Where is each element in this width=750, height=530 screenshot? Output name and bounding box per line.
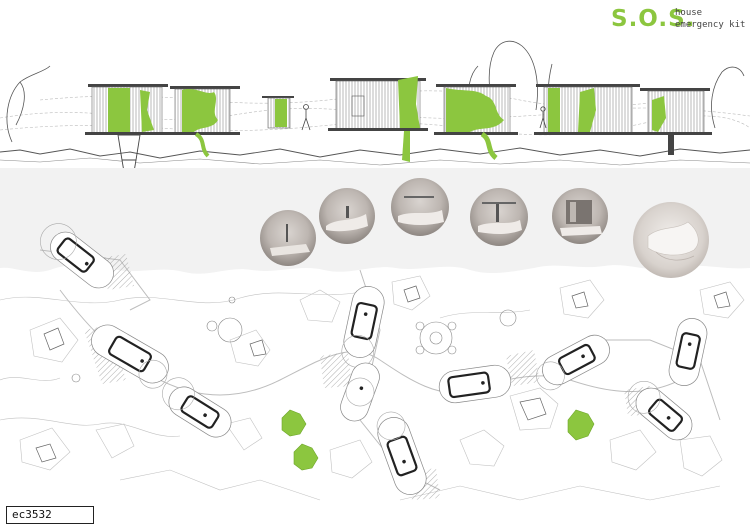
model-photo — [633, 202, 709, 278]
plan-trees — [71, 296, 517, 383]
project-subtitle: house emergency kit — [675, 7, 745, 31]
project-code-label: ec3532 — [6, 506, 94, 524]
elevation-module — [638, 88, 712, 155]
tree-outline — [6, 65, 51, 143]
elevation-module — [534, 84, 642, 135]
plan-terrain-dark — [35, 285, 731, 463]
elevation-module — [434, 84, 518, 160]
subtitle-line-2: emergency kit — [675, 20, 746, 30]
site-plan — [0, 223, 745, 501]
project-title: S.O.S. — [611, 6, 696, 32]
elevation-module — [262, 96, 294, 129]
green-markers — [281, 409, 595, 471]
house-pod — [627, 380, 693, 441]
ground-profile — [0, 147, 750, 159]
model-photo — [470, 188, 528, 246]
model-photo — [552, 188, 608, 244]
plan-terrain-contours — [0, 275, 745, 501]
model-photo — [260, 210, 316, 266]
subtitle-line-1: house — [675, 8, 703, 18]
green-marker — [293, 443, 319, 471]
house-pod — [668, 318, 708, 386]
elevation-section — [0, 40, 750, 173]
tree-outline — [711, 66, 745, 129]
house-pod — [91, 324, 169, 389]
house-pod — [40, 223, 114, 289]
green-marker — [281, 409, 307, 437]
ground-profile-lower — [0, 157, 750, 166]
model-photo — [319, 188, 375, 244]
elevation-module — [168, 86, 240, 158]
model-photo — [391, 178, 449, 236]
green-marker — [567, 409, 595, 441]
model-photos — [260, 178, 709, 278]
house-pod — [162, 377, 232, 438]
house-pod — [438, 364, 512, 404]
house-pod — [376, 411, 427, 495]
house-pod — [536, 334, 610, 391]
title-block: S.O.S. house emergency kit — [611, 4, 747, 38]
elevation-figures — [301, 104, 547, 131]
house-pod — [340, 362, 380, 422]
house-pod — [341, 286, 385, 368]
elevation-module — [328, 76, 428, 162]
elevation-module — [85, 84, 171, 173]
